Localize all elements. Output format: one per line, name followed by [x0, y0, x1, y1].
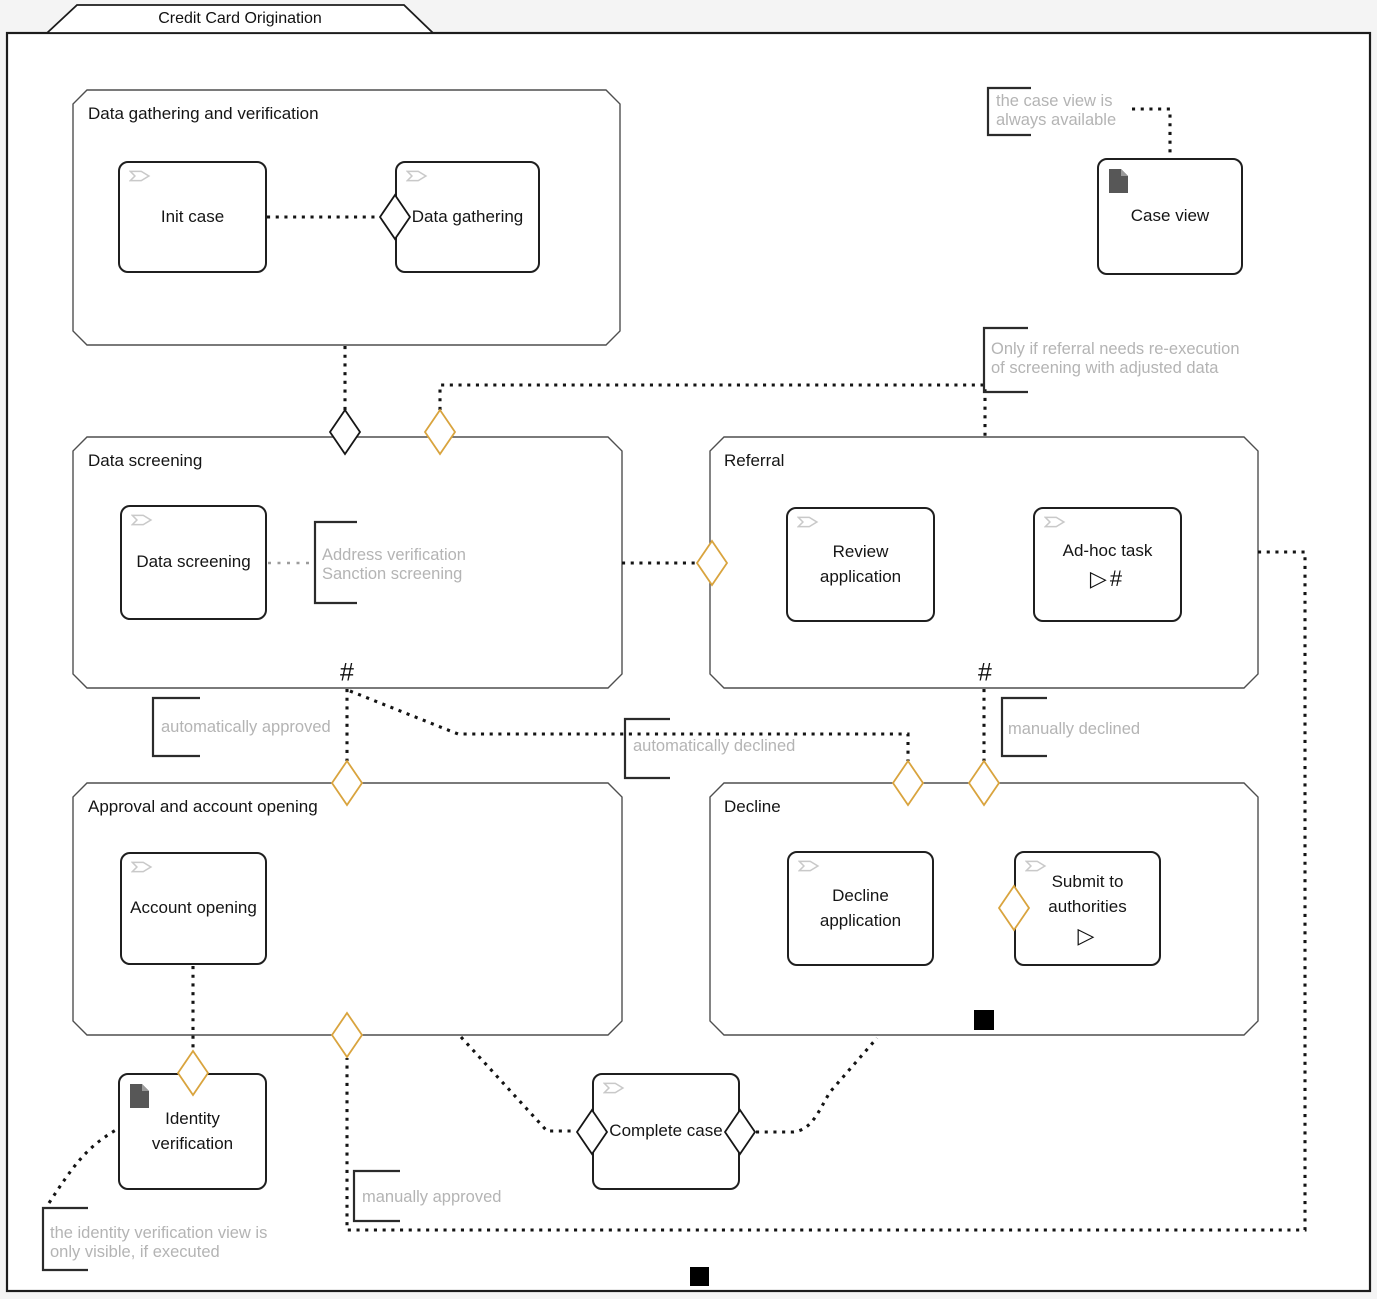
- task-label: Data gathering: [411, 206, 524, 226]
- stage-label-data-screening: Data screening: [88, 451, 203, 470]
- chevron-icon: [129, 170, 151, 182]
- task-review-application[interactable]: Review application: [786, 507, 935, 622]
- task-label: Complete case: [609, 1121, 723, 1141]
- task-label: Account opening: [130, 898, 257, 918]
- annotation-automatically-declined[interactable]: automatically declined: [633, 737, 796, 755]
- document-icon: [130, 1084, 149, 1108]
- annotation-caseview[interactable]: the case view is always available: [996, 92, 1117, 130]
- annotation-identity-visibility[interactable]: the identity verification view is only v…: [50, 1224, 268, 1262]
- task-data-screening[interactable]: Data screening: [120, 505, 267, 620]
- annotation-automatically-approved[interactable]: automatically approved: [161, 718, 331, 736]
- chevron-icon: [1044, 516, 1066, 528]
- stage-label-referral: Referral: [724, 451, 785, 470]
- annotation-screening-types[interactable]: Address verification Sanction screening: [322, 546, 466, 584]
- manual-activation-marker: ▷: [1077, 922, 1098, 948]
- chevron-icon: [797, 516, 819, 528]
- task-label: Decline application: [819, 885, 902, 930]
- task-label: Identity verification: [151, 1108, 234, 1153]
- task-complete-case[interactable]: Complete case: [592, 1073, 740, 1190]
- task-label: Init case: [160, 206, 225, 226]
- title-tab-shape[interactable]: [44, 4, 436, 34]
- manual-activation-repetition-markers: ▷#: [1089, 566, 1126, 592]
- task-identity-verification[interactable]: Identity verification: [118, 1073, 267, 1190]
- task-account-opening[interactable]: Account opening: [120, 852, 267, 965]
- document-icon: [1109, 169, 1128, 193]
- chevron-icon: [798, 860, 820, 872]
- repetition-marker-referral: #: [978, 658, 992, 687]
- task-label: Review application: [819, 541, 902, 586]
- task-data-gathering[interactable]: Data gathering: [395, 161, 540, 273]
- annotation-reexecution[interactable]: Only if referral needs re-execution of s…: [991, 340, 1240, 378]
- task-ad-hoc[interactable]: Ad-hoc task ▷#: [1033, 507, 1182, 622]
- chevron-icon: [603, 1082, 625, 1094]
- stage-label-approval: Approval and account opening: [88, 797, 318, 816]
- chevron-icon: [131, 514, 153, 526]
- annotation-manually-declined[interactable]: manually declined: [1008, 720, 1141, 738]
- task-init-case[interactable]: Init case: [118, 161, 267, 273]
- task-label: Submit to authorities: [1048, 872, 1127, 916]
- stage-label-data-gathering-verification: Data gathering and verification: [88, 104, 319, 123]
- task-label: Data screening: [136, 552, 251, 572]
- repetition-marker-screening: #: [340, 658, 354, 687]
- page-title: Credit Card Origination: [158, 10, 322, 27]
- task-label: Ad-hoc task: [1062, 540, 1153, 560]
- annotation-manually-approved[interactable]: manually approved: [362, 1188, 502, 1206]
- chevron-icon: [406, 170, 428, 182]
- chevron-icon: [131, 861, 153, 873]
- chevron-icon: [1025, 860, 1047, 872]
- stage-label-decline: Decline: [724, 797, 781, 816]
- task-case-view[interactable]: Case view: [1097, 158, 1243, 275]
- task-decline-application[interactable]: Decline application: [787, 851, 934, 966]
- task-submit-to-authorities[interactable]: Submit to authorities ▷: [1014, 851, 1161, 966]
- task-label: Case view: [1130, 206, 1210, 226]
